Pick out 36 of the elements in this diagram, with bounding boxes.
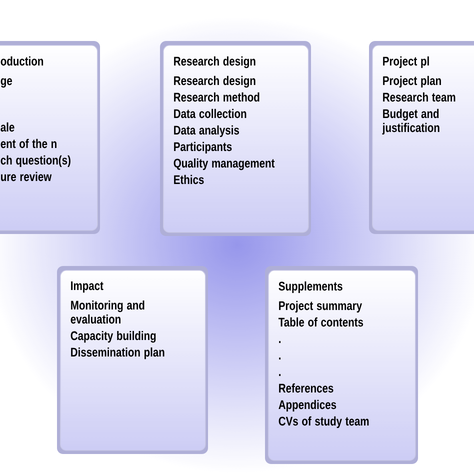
- list-item: Participants: [174, 142, 232, 154]
- box-heading: Research design: [174, 56, 256, 68]
- list-item: Research method: [174, 92, 260, 102]
- list-item: Research team: [383, 92, 456, 102]
- list-item: Appendices: [278, 400, 336, 412]
- topic-box: [163, 45, 309, 233]
- topic-box: [0, 45, 98, 231]
- list-item: .: [279, 341, 281, 343]
- list-item: .: [279, 374, 281, 376]
- list-item: Ethics: [174, 174, 204, 184]
- list-item: CVs of study team: [278, 416, 369, 428]
- list-item: ure review: [1, 172, 52, 182]
- list-item: Quality management: [174, 158, 275, 170]
- topic-box: [268, 270, 416, 461]
- list-item: Budget and justification: [382, 108, 440, 135]
- list-item: Project plan: [383, 76, 441, 88]
- list-item: ge: [0, 78, 12, 88]
- list-item: Research design: [174, 76, 256, 88]
- list-item: ale: [0, 122, 14, 132]
- box-heading: oduction: [0, 56, 44, 66]
- list-item: ent of the n: [0, 138, 56, 148]
- box-heading: Supplements: [278, 281, 342, 294]
- list-item: ch question(s): [0, 155, 70, 168]
- list-item: Monitoring and evaluation: [70, 300, 144, 324]
- list-item: Project summary: [279, 300, 362, 313]
- box-heading: Impact: [71, 281, 104, 293]
- list-item: Data analysis: [174, 125, 239, 138]
- list-item: Table of contents: [278, 317, 364, 327]
- list-item: Dissemination plan: [71, 347, 164, 360]
- box-heading: Project pl: [383, 56, 429, 68]
- list-item: Capacity building: [70, 330, 156, 343]
- list-item: References: [279, 383, 334, 393]
- list-item: .: [279, 358, 281, 360]
- topic-box: [60, 270, 206, 451]
- topic-box: [372, 45, 474, 231]
- list-item: Data collection: [174, 108, 246, 118]
